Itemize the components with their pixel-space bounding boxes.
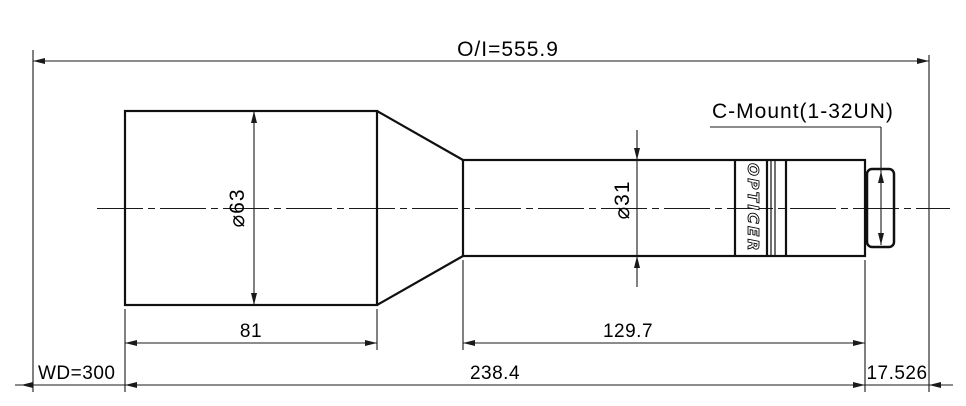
cone-top-edge [376, 110, 464, 161]
dimension-barrel-length: 129.7 [463, 321, 865, 346]
oi-arrow-right-icon [917, 58, 929, 64]
dia31-arrow-down-icon [634, 148, 640, 160]
dim81-arrow-right-icon [365, 340, 377, 346]
barrel-outline [461, 158, 867, 258]
cone-bottom-edge [376, 255, 464, 306]
dimension-front-diameter: ⌀63 [226, 111, 257, 305]
dia31-dimension-text: ⌀31 [611, 180, 634, 219]
dimension-bottom-chain: WD=300 238.4 17.526 [15, 363, 953, 388]
dim2384-text: 238.4 [470, 363, 520, 384]
wd-arrow-left-icon [21, 382, 33, 388]
dim2384-arrow-left-icon [125, 382, 137, 388]
c-mount-label-group: C-Mount(1-32UN) [710, 100, 894, 245]
oi-dimension-text: O/I=555.9 [457, 38, 559, 61]
dia31-arrow-up-icon [634, 256, 640, 268]
front-body-outline [123, 109, 379, 307]
dia63-arrow-down-icon [251, 293, 257, 305]
dim2384-arrow-right-icon [853, 382, 865, 388]
dimension-overall-oi: O/I=555.9 [33, 38, 929, 64]
dim1297-arrow-right-icon [853, 340, 865, 346]
ffd-arrow-right-icon [929, 382, 941, 388]
c-mount-arrow-down-icon [878, 233, 884, 245]
dimension-barrel-diameter: ⌀31 [611, 130, 640, 287]
dim81-text: 81 [240, 321, 262, 342]
dim81-arrow-left-icon [125, 340, 137, 346]
c-mount-label-text: C-Mount(1-32UN) [712, 100, 894, 123]
c-mount-arrow-up-icon [878, 171, 884, 183]
dimension-front-length: 81 [125, 321, 377, 346]
dim1297-arrow-left-icon [463, 340, 475, 346]
oi-arrow-left-icon [33, 58, 45, 64]
brand-text: OPTICER [744, 163, 762, 253]
dia63-dimension-text: ⌀63 [226, 188, 249, 227]
ffd-text: 17.526 [866, 363, 927, 384]
wd-text: WD=300 [38, 363, 115, 384]
dim1297-text: 129.7 [603, 321, 653, 342]
dia63-arrow-up-icon [251, 111, 257, 123]
